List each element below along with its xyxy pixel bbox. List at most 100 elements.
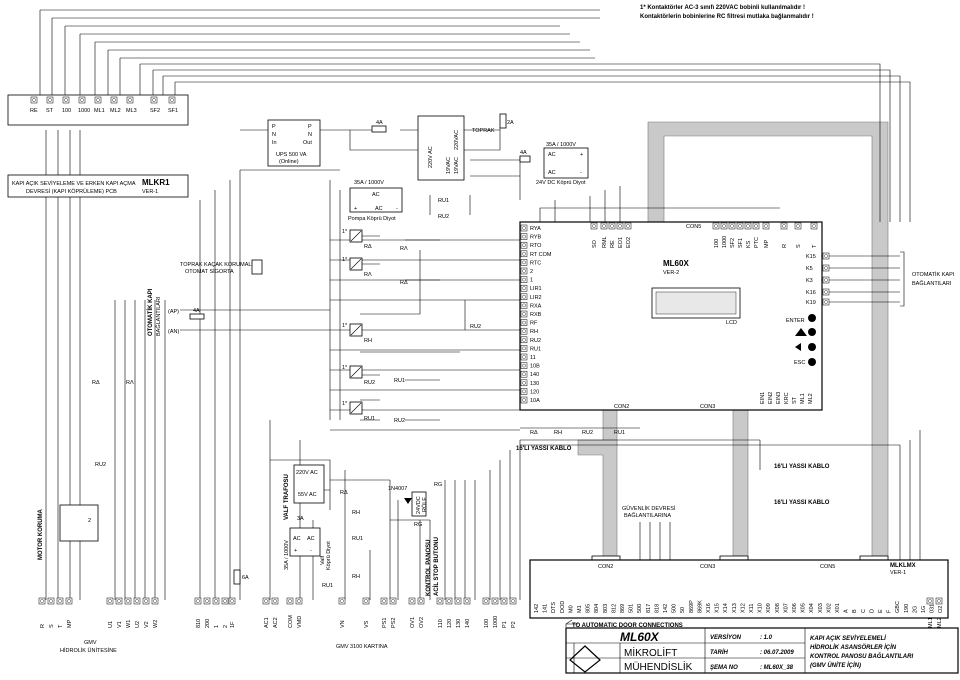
fuse-4a-top: 4A: [376, 120, 383, 126]
ml60x-top-terminal: [600, 222, 608, 230]
bottom-terminal: [38, 597, 46, 605]
top-terminal-label: ML3: [126, 108, 137, 114]
ml60x-top-terminal: [736, 222, 744, 230]
bottom-terminal: [436, 597, 444, 605]
ml60x-top-terminal: [608, 222, 616, 230]
relay-row-label: RΔ: [530, 430, 538, 436]
valve-rh-1: RH: [352, 510, 360, 516]
ml60x-top-label: SF2: [730, 238, 736, 248]
ml60x-top-label: RE: [610, 240, 616, 248]
motor-protect-num: 2: [88, 518, 91, 524]
pompa-rating: 35A / 1000V: [354, 180, 384, 186]
auto-door-conn: TO AUTOMATIC DOOR CONNECTIONS: [572, 623, 683, 629]
bottom-terminal-label: VS: [364, 620, 370, 628]
mlklmx-terminal-label: 142: [534, 604, 540, 613]
pompa-ac2: AC: [375, 206, 383, 212]
ml60x-top-terminal: [780, 222, 788, 230]
relay-role: RÖLE: [421, 497, 428, 512]
mlklmx-terminal-label: 1G: [921, 606, 927, 613]
bottom-terminal: [509, 597, 517, 605]
company-name-2: MÜHENDİSLİK: [624, 660, 693, 673]
ups-n-out: N: [308, 132, 312, 138]
ml60x-left-label: RYA: [530, 226, 541, 232]
ml60x-top-label: R: [782, 244, 788, 248]
valve-bridge-rating: 35A / 1000V: [284, 540, 290, 570]
bottom-terminal: [262, 597, 270, 605]
enter-button[interactable]: [808, 314, 816, 322]
ml60x-left-label: LIR1: [530, 286, 542, 292]
trafo-19vac-2: 19VAC: [446, 157, 452, 174]
auto-door-right: OTOMATİK KAPI BAĞLANTILARI: [900, 251, 955, 307]
ml60x-left-terminal: [520, 302, 528, 309]
bottom-terminal-label: R: [40, 624, 46, 628]
ml60x-right-label: K16: [806, 290, 816, 296]
valve-plus: +: [294, 548, 297, 554]
ml60x-top-terminal: [744, 222, 752, 230]
ml60x-left-terminal: [520, 336, 528, 344]
bottom-terminal: [454, 597, 462, 605]
toprak-label: TOPRAK: [472, 128, 495, 134]
bottom-terminal: [56, 597, 64, 605]
bottom-terminal: [935, 597, 943, 605]
top-terminal: [110, 96, 118, 104]
ml60x-left-terminal: [520, 250, 528, 258]
fuse-6a: [233, 569, 241, 585]
up-button[interactable]: [808, 328, 816, 336]
relay-row-label: RU2: [582, 430, 593, 436]
ups-out: Out: [303, 140, 312, 146]
bridge24-name: 24V DC Köprü Diyot: [536, 180, 586, 186]
relay-ru1-top: RU1: [438, 198, 449, 204]
left-arrow-icon[interactable]: [795, 343, 801, 351]
top-terminal-label: ST: [46, 108, 54, 114]
bottom-terminal: [271, 597, 279, 605]
ml60x-top-label: SF1: [738, 238, 744, 248]
bottom-terminal-label: 140: [465, 619, 471, 628]
ml60x-bottom-label: KRC: [784, 392, 790, 404]
product-title: ML60X: [620, 630, 660, 644]
ml60x-title: ML60X: [663, 259, 689, 268]
mlklmx-terminal-label: 031: [930, 604, 936, 613]
bottom-terminal-label: ML1: [928, 617, 934, 628]
mlkr1-board: KAPI AÇIK SEVİYELEME VE ERKEN KAPI AÇMA …: [7, 174, 189, 198]
mlklmx-terminal-label: X05: [801, 603, 807, 613]
valve-minus: -: [310, 548, 312, 554]
trafo-secondary: 220VAC: [454, 130, 460, 150]
mlklmx-con3: CON3: [700, 564, 715, 570]
fuse-6a-label: 6A: [242, 575, 249, 581]
valve-ru1-2: RU1: [322, 583, 333, 589]
relay-ru2-top: RU2: [438, 214, 449, 220]
mlklmx-terminal-label: 501: [629, 604, 635, 613]
bottom-terminal-label: AC1: [264, 617, 270, 628]
earth-leakage-2: OTOMAT SİGORTA: [185, 268, 234, 275]
ml60x-left-terminal: [520, 353, 528, 361]
bottom-terminal-label: U1: [108, 621, 114, 628]
mlklmx-terminal-label: 803: [603, 604, 609, 613]
bottom-terminal-label: 130: [456, 619, 462, 628]
ml60x-top-terminal: [752, 222, 760, 230]
date-label: TARİH: [710, 649, 729, 656]
up-arrow-icon[interactable]: [795, 328, 807, 336]
bottom-terminal: [295, 597, 303, 605]
valve-trafo-label: VALF TRAFOSU: [284, 474, 290, 520]
mlklmx-terminal-label: 50: [680, 607, 686, 613]
bottom-terminal-label: 120: [447, 619, 453, 628]
bottom-terminal: [151, 597, 159, 605]
ml60x-top-terminal: [720, 222, 728, 230]
coil-star-note: 1*: [342, 323, 348, 329]
contact-label: RU2: [470, 324, 481, 330]
esc-button[interactable]: [808, 358, 816, 366]
bridge24-plus: +: [580, 152, 583, 158]
ml60x-right-label: K19: [806, 300, 816, 306]
down-button[interactable]: [808, 343, 816, 351]
bottom-terminal: [500, 597, 508, 605]
diode-relay: 1N4007 24VDC RÖLE RG RG KONTROL PANOSU A…: [388, 482, 442, 596]
valve-in: 220V AC: [296, 470, 318, 476]
ml60x-left-label: RXB: [530, 312, 542, 318]
mlklmx-terminal-label: A: [844, 609, 850, 613]
mlklmx-terminal-label: X16: [706, 603, 712, 613]
